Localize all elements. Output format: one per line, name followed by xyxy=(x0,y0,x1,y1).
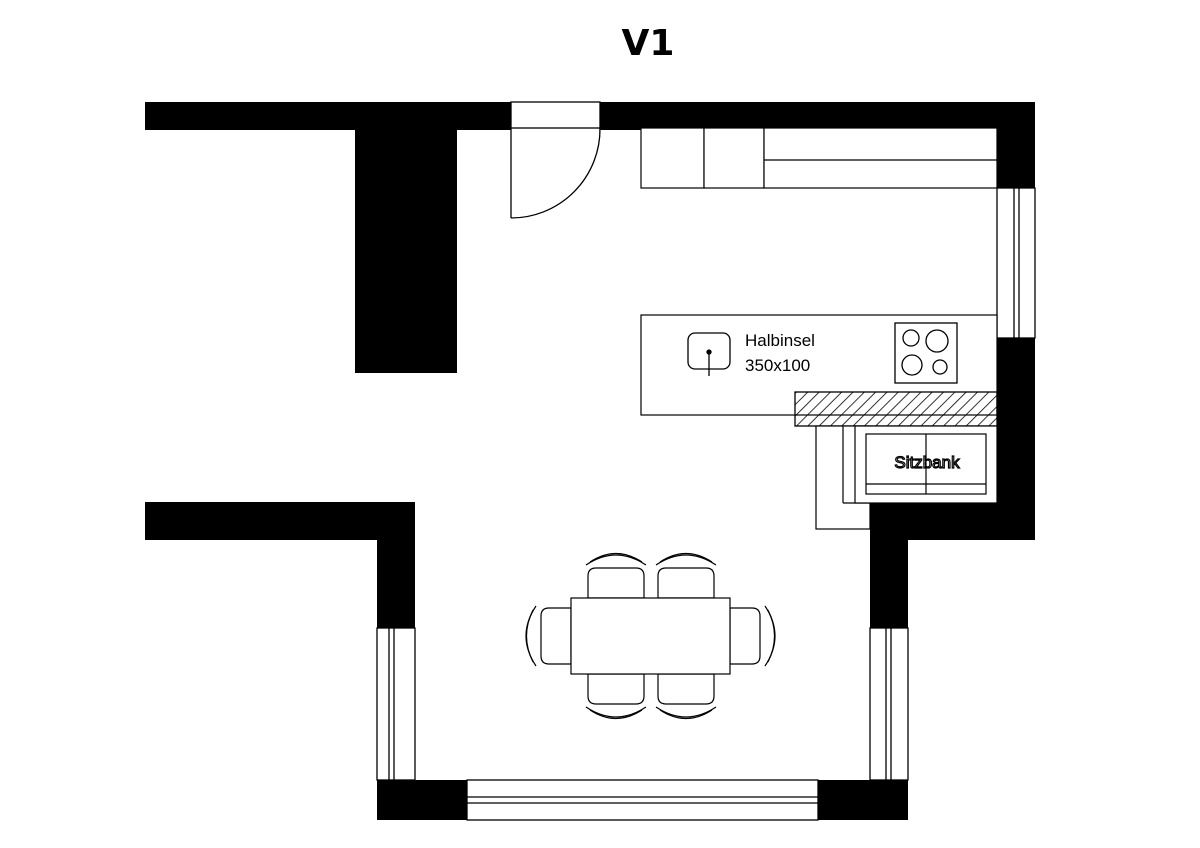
chair-bottom-right xyxy=(655,673,717,720)
window-right xyxy=(996,187,1036,339)
dining-table xyxy=(570,597,731,675)
bottom-right-corner xyxy=(818,780,908,820)
hatched-bar xyxy=(794,391,998,427)
interior-column xyxy=(355,128,457,373)
cabinet-1 xyxy=(640,127,705,189)
door xyxy=(510,101,601,219)
walls xyxy=(145,102,1035,820)
windows xyxy=(376,187,1036,821)
left-lower-wall xyxy=(145,502,415,540)
peninsula: Halbinsel 350x100 xyxy=(640,314,998,427)
lower-right-wall xyxy=(870,503,908,629)
cabinet-2 xyxy=(703,127,765,189)
window-right-lower xyxy=(869,627,909,781)
chair-top-left xyxy=(585,552,647,599)
window-left xyxy=(376,627,416,781)
cabinet-counter xyxy=(763,127,998,189)
peninsula-size: 350x100 xyxy=(745,356,810,375)
chair-right xyxy=(729,605,776,667)
plan-title: V1 xyxy=(622,23,675,64)
top-wall-left xyxy=(145,102,511,130)
peninsula-name: Halbinsel xyxy=(745,331,815,350)
top-wall-right xyxy=(600,102,1035,130)
top-cabinets xyxy=(640,127,998,189)
chair-left xyxy=(525,605,572,667)
right-wall-upper xyxy=(997,102,1035,188)
chair-top-right xyxy=(655,552,717,599)
chair-bottom-left xyxy=(585,673,647,720)
door-swing-arc xyxy=(510,127,601,219)
bottom-left-corner xyxy=(377,780,467,820)
bench-label: Sitzbank xyxy=(894,453,960,472)
sink-icon xyxy=(687,332,731,376)
window-bottom xyxy=(466,779,819,821)
dining-set xyxy=(525,552,776,720)
cooktop-icon xyxy=(894,322,958,384)
bench-area: Sitzbank xyxy=(815,425,998,530)
left-vertical-wall xyxy=(377,502,415,628)
